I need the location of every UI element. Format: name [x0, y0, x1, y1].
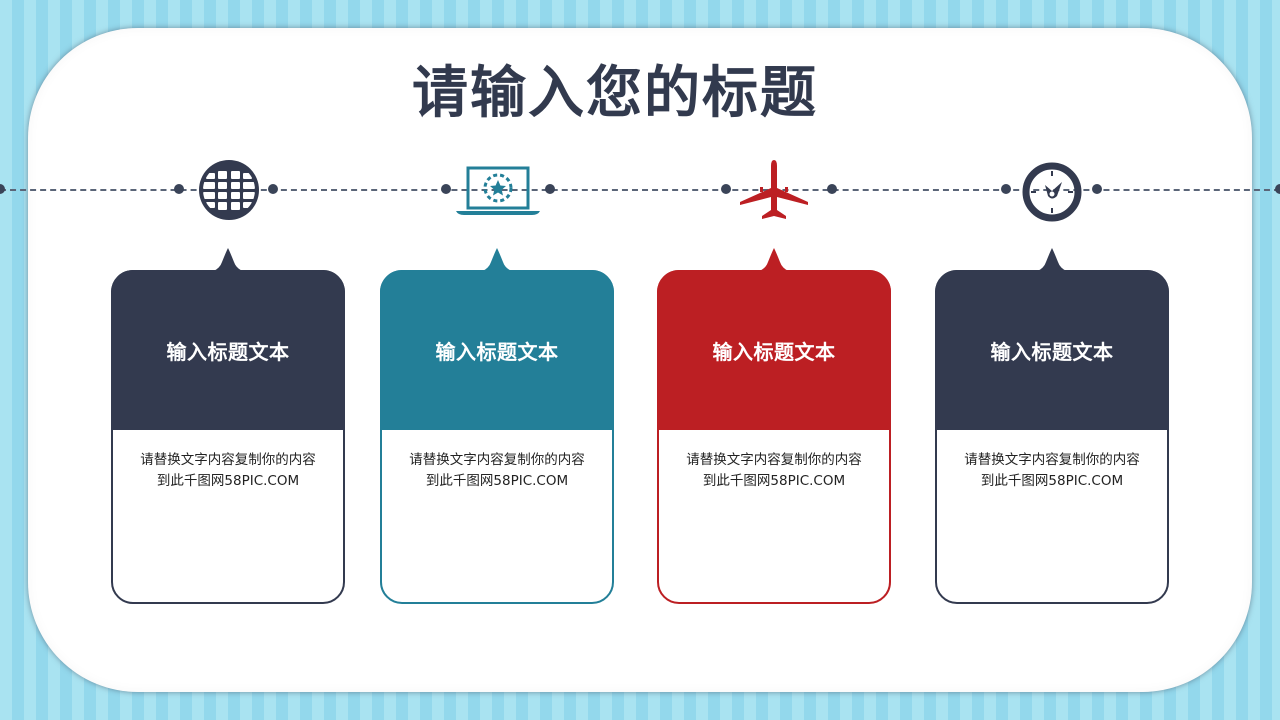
- card-body: 请替换文字内容复制你的内容 到此千图网58PIC.COM: [659, 450, 889, 492]
- airplane-icon: [738, 158, 810, 222]
- card-title: 输入标题文本: [166, 339, 290, 364]
- card-title: 输入标题文本: [435, 339, 559, 364]
- timeline-dot: [721, 184, 731, 194]
- card-body-line: 请替换文字内容复制你的内容: [140, 452, 316, 468]
- timeline-dot: [1001, 184, 1011, 194]
- timeline-dot: [827, 184, 837, 194]
- info-card: 输入标题文本 请替换文字内容复制你的内容 到此千图网58PIC.COM: [935, 248, 1169, 604]
- card-title: 输入标题文本: [712, 339, 836, 364]
- card-body-line: 到此千图网58PIC.COM: [980, 473, 1124, 489]
- card-body: 请替换文字内容复制你的内容 到此千图网58PIC.COM: [113, 450, 343, 492]
- laptop-star-icon: [454, 165, 542, 217]
- card-notch: [196, 248, 260, 274]
- card-body-line: 请替换文字内容复制你的内容: [409, 452, 585, 468]
- timeline-dot: [0, 184, 5, 194]
- card-notch: [1020, 248, 1084, 274]
- card-body: 请替换文字内容复制你的内容 到此千图网58PIC.COM: [937, 450, 1167, 492]
- timeline-dot: [174, 184, 184, 194]
- card-body-line: 请替换文字内容复制你的内容: [686, 452, 862, 468]
- card-notch: [465, 248, 529, 274]
- card-header: 输入标题文本: [111, 270, 345, 430]
- globe-icon: [198, 159, 260, 221]
- card-body-line: 到此千图网58PIC.COM: [425, 473, 569, 489]
- card-body-line: 请替换文字内容复制你的内容: [964, 452, 1140, 468]
- card-body-line: 到此千图网58PIC.COM: [156, 473, 300, 489]
- timeline-dot: [268, 184, 278, 194]
- info-card: 输入标题文本 请替换文字内容复制你的内容 到此千图网58PIC.COM: [380, 248, 614, 604]
- timeline-dot: [441, 184, 451, 194]
- card-header: 输入标题文本: [935, 270, 1169, 430]
- timeline-dashed-line: [0, 189, 1280, 191]
- clock-icon: [1021, 161, 1083, 223]
- info-card: 输入标题文本 请替换文字内容复制你的内容 到此千图网58PIC.COM: [657, 248, 891, 604]
- timeline-dot: [1092, 184, 1102, 194]
- timeline-dot: [545, 184, 555, 194]
- timeline-dot: [1275, 184, 1280, 194]
- card-header: 输入标题文本: [657, 270, 891, 430]
- card-body: 请替换文字内容复制你的内容 到此千图网58PIC.COM: [382, 450, 612, 492]
- card-title: 输入标题文本: [990, 339, 1114, 364]
- card-body-line: 到此千图网58PIC.COM: [702, 473, 846, 489]
- card-header: 输入标题文本: [380, 270, 614, 430]
- info-card: 输入标题文本 请替换文字内容复制你的内容 到此千图网58PIC.COM: [111, 248, 345, 604]
- slide-title: 请输入您的标题: [412, 61, 818, 126]
- card-notch: [742, 248, 806, 274]
